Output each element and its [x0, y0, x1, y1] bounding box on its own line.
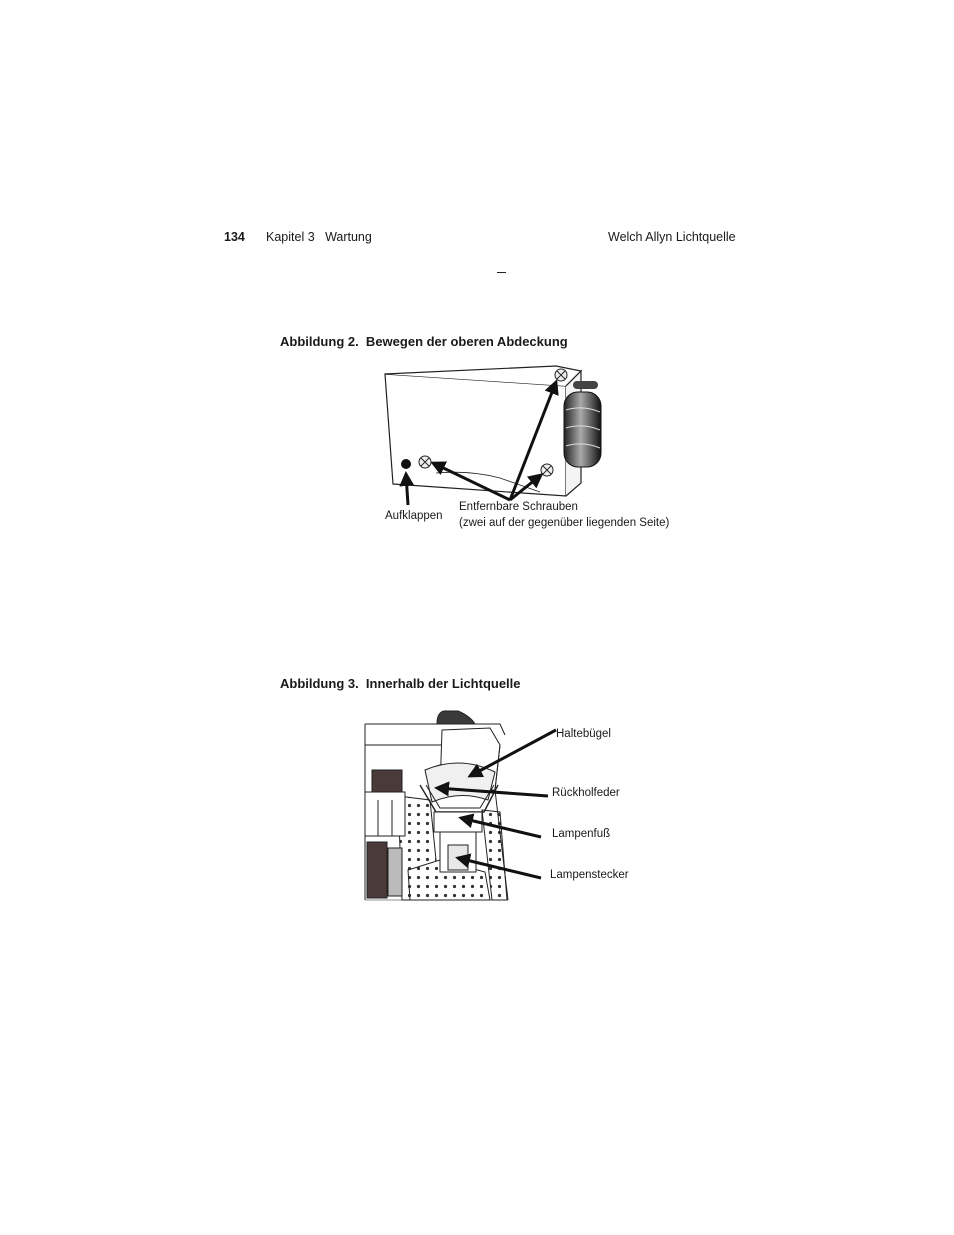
label-lamp-base: Lampenfuß	[552, 828, 611, 840]
chapter-title: Kapitel 3 Wartung	[266, 230, 372, 244]
product-name: Welch Allyn Lichtquelle	[608, 230, 736, 244]
label-spring: Rückholfeder	[552, 787, 620, 799]
arrows	[434, 728, 557, 880]
label-lamp-plug: Lampenstecker	[550, 869, 629, 881]
divider-mark	[497, 272, 506, 273]
figure3-caption: Abbildung 3. Innerhalb der Lichtquelle	[280, 676, 521, 691]
label-screws-line2: (zwei auf der gegenüber liegenden Seite)	[459, 517, 670, 529]
arrows	[399, 379, 559, 506]
screw-icon	[418, 455, 432, 469]
release-hole	[401, 459, 411, 469]
lamp-assembly	[364, 710, 509, 901]
label-release: Aufklappen	[385, 510, 443, 522]
knob-icon	[563, 381, 602, 468]
page-number: 134	[224, 230, 245, 244]
label-bracket: Haltebügel	[556, 728, 611, 740]
screw-icon	[540, 463, 554, 477]
screw-icon	[554, 368, 568, 382]
figure2-caption: Abbildung 2. Bewegen der oberen Abdeckun…	[280, 334, 568, 349]
label-screws-line1: Entfernbare Schrauben	[459, 501, 578, 513]
label-screws: Entfernbare Schrauben (zwei auf der gege…	[459, 499, 669, 531]
